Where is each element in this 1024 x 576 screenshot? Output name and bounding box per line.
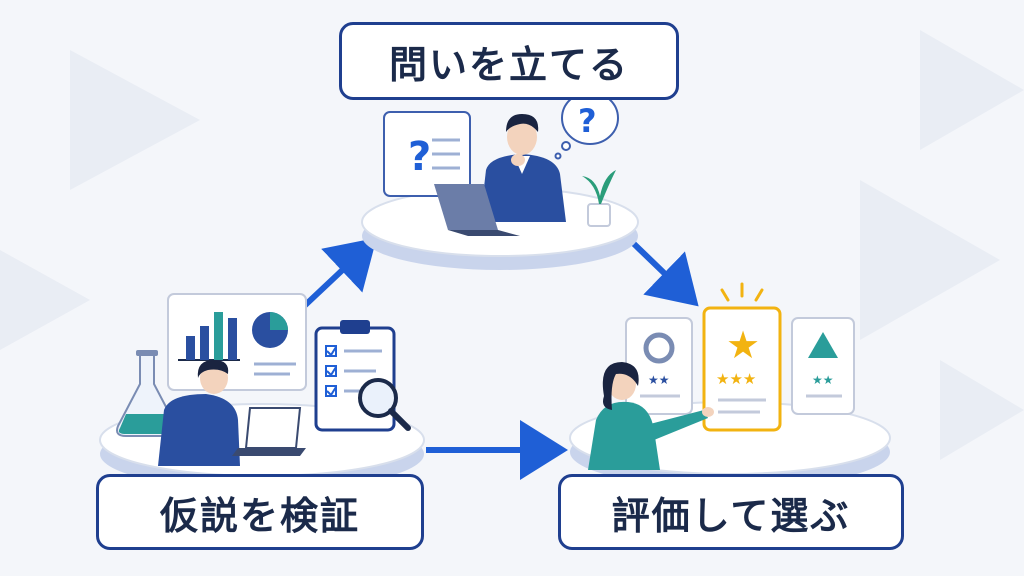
highlight-rays xyxy=(720,282,764,302)
background-decoration xyxy=(0,30,1024,460)
option-card-triangle: ★★ xyxy=(791,317,855,415)
magnifying-glass-icon xyxy=(358,378,411,431)
step-label-verify: 仮説を検証 xyxy=(96,474,424,550)
thinking-person xyxy=(480,114,566,222)
bar-chart-icon xyxy=(178,312,240,361)
question-panel: ? xyxy=(383,111,471,197)
svg-text:?: ? xyxy=(578,102,597,140)
pie-chart-icon xyxy=(252,312,288,348)
svg-text:★★★: ★★★ xyxy=(716,370,756,388)
svg-text:★★: ★★ xyxy=(812,373,834,387)
working-person xyxy=(158,360,306,466)
choosing-person xyxy=(588,362,714,470)
chart-board xyxy=(167,293,307,391)
step-label-ask: 問いを立てる xyxy=(339,22,679,100)
star-icon: ★ xyxy=(726,323,760,367)
arrow-ask-to-evaluate xyxy=(629,239,699,307)
potted-plant xyxy=(582,170,616,227)
arrow-verify-to-ask xyxy=(297,237,377,313)
svg-text:★★: ★★ xyxy=(648,373,670,387)
laptop xyxy=(434,184,520,236)
triangle-icon xyxy=(808,332,838,358)
option-card-circle: ★★ xyxy=(625,317,693,415)
thought-bubble-question-icon: ? xyxy=(554,91,619,160)
step-label-evaluate: 評価して選ぶ xyxy=(558,474,904,550)
option-card-star: ★ ★★★ xyxy=(702,282,782,432)
circle-icon xyxy=(643,332,675,364)
question-mark-icon: ? xyxy=(408,134,431,180)
